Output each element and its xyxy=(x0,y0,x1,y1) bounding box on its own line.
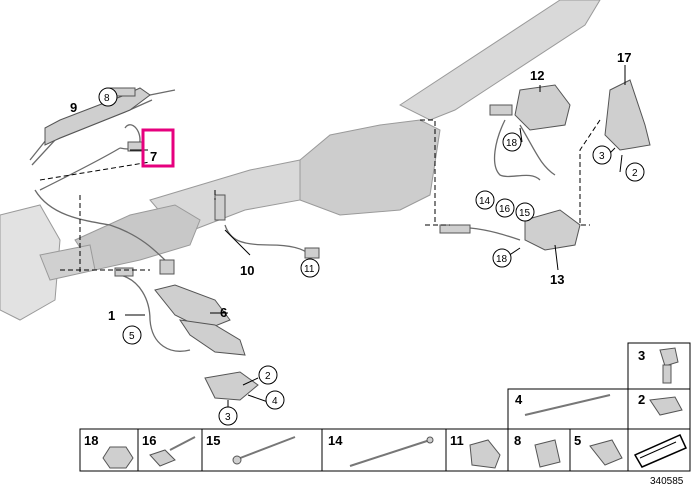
legend-18: 18 xyxy=(84,433,98,448)
legend-8: 8 xyxy=(514,433,521,448)
callout-14: 14 xyxy=(479,196,491,207)
legend-14: 14 xyxy=(328,433,343,448)
callout-16: 16 xyxy=(499,204,511,215)
legend-16: 16 xyxy=(142,433,156,448)
callout-2a: 2 xyxy=(265,371,271,382)
callout-8: 8 xyxy=(104,93,110,104)
parts xyxy=(44,79,651,401)
callout-12: 12 xyxy=(530,68,544,83)
highlight-box-7 xyxy=(141,128,175,168)
sensor-13-shape xyxy=(524,209,581,251)
callout-1: 1 xyxy=(108,308,115,323)
callout-11: 11 xyxy=(304,264,315,275)
callout-3b: 3 xyxy=(599,151,605,162)
bracket-9-shape xyxy=(44,87,151,146)
callout-5: 5 xyxy=(129,331,135,342)
callout-2b: 2 xyxy=(632,168,638,179)
callout-13: 13 xyxy=(550,272,564,287)
callout-18a: 18 xyxy=(506,138,518,149)
bracket-17-shape xyxy=(604,79,651,151)
leader-lines xyxy=(125,65,626,415)
callout-18b: 18 xyxy=(496,254,508,265)
legend-5: 5 xyxy=(574,433,581,448)
callout-10: 10 xyxy=(240,263,254,278)
legend-4: 4 xyxy=(515,392,523,407)
legend-part-drawings xyxy=(102,347,683,469)
callout-6: 6 xyxy=(220,305,227,320)
legend-15: 15 xyxy=(206,433,220,448)
callout-15: 15 xyxy=(519,208,531,219)
callout-17: 17 xyxy=(617,50,631,65)
callout-7: 7 xyxy=(150,149,157,164)
sensor-12-shape xyxy=(514,84,571,131)
legend-3: 3 xyxy=(638,348,645,363)
bracket-6-shape xyxy=(154,284,231,331)
dashed-leaders xyxy=(39,119,601,275)
exhaust-system xyxy=(0,0,601,321)
direction-arrow-icon xyxy=(633,434,688,468)
callout-3a: 3 xyxy=(225,412,231,423)
bracket-2-shape xyxy=(204,371,259,401)
callout-4: 4 xyxy=(272,396,278,407)
legend-2: 2 xyxy=(638,392,645,407)
callout-9: 9 xyxy=(70,100,77,115)
circled-callouts xyxy=(98,87,645,426)
image-id: 340585 xyxy=(650,476,684,487)
legend-11: 11 xyxy=(450,433,464,448)
